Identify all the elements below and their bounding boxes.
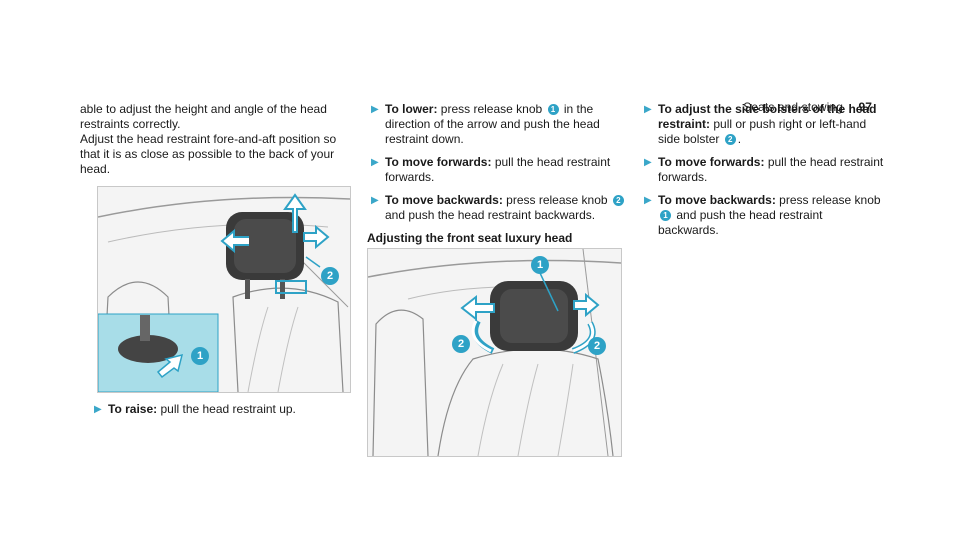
step-lower: ▶ To lower: press release knob 1 in the … [367,102,629,147]
step-forwards: ▶ To move forwards: pull the head restra… [367,155,629,185]
step-arrow-icon: ▶ [644,195,652,206]
step-arrow-icon: ▶ [371,195,379,206]
paragraph: able to adjust the height and angle of t… [80,102,327,131]
callout-badge: 2 [612,195,624,207]
luxury-head-restraint-illustration [368,249,621,456]
step-label: To move forwards: [658,155,765,169]
callout-badge-2: 2 [321,267,339,285]
callout-badge-2-left: 2 [452,335,470,353]
callout-badge: 1 [660,210,671,222]
step-label: To adjust the side bolsters of the head … [658,102,877,131]
step-label: To move backwards: [658,193,776,207]
step-text: pull or push right or left-hand side bol… [658,117,867,146]
column-2: ▶ To lower: press release knob 1 in the … [367,102,629,269]
page-number: 97 [858,100,872,114]
column-1: able to adjust the height and angle of t… [80,102,355,177]
callout-badge-2-right: 2 [588,337,606,355]
car-interior-illustration [98,187,350,392]
step-label: To move forwards: [385,155,492,169]
step-arrow-icon: ▶ [371,104,379,115]
section-title: Seats and stowing [743,100,843,114]
head-restraint-figure-2: 1 2 2 [367,248,622,457]
step-arrow-icon: ▶ [371,157,379,168]
head-restraint-figure-1: 1 2 [97,186,351,393]
raise-instruction: ▶ To raise: pull the head restraint up. [90,402,296,425]
callout-badge-1: 1 [531,256,549,274]
step-text: press release knob [506,193,608,207]
callout-badge-1: 1 [191,347,209,365]
step-arrow-icon: ▶ [644,104,652,115]
paragraph: Adjust the head restraint fore-and-aft p… [80,132,337,176]
step-side-bolsters: ▶ To adjust the side bolsters of the hea… [640,102,885,147]
step-backwards: ▶ To move backwards: press release knob … [640,193,885,238]
step-text: and push the head restraint backwards. [385,208,596,222]
step-text: in the direction of the arrow and push t… [385,102,600,146]
step-text: press release knob [440,102,543,116]
callout-badge: 2 [724,134,736,146]
step-label: To lower: [385,102,438,116]
step-text: pull the head restraint up. [160,402,296,416]
step-backwards: ▶ To move backwards: press release knob … [367,193,629,223]
step-text: press release knob [779,193,881,207]
callout-badge: 1 [547,104,559,116]
step-text: . [737,132,742,146]
column-3: ▶ To adjust the side bolsters of the hea… [640,102,885,246]
step-text: and push the head restraint backwards. [658,208,823,237]
step-text: pull the head restraint forwards. [385,155,611,184]
step-label: To raise: [108,402,158,416]
step-arrow-icon: ▶ [644,157,652,168]
step-label: To move backwards: [385,193,503,207]
step-text: pull the head restraint forwards. [658,155,884,184]
step-forwards: ▶ To move forwards: pull the head restra… [640,155,885,185]
step-arrow-icon: ▶ [94,404,102,415]
page-header: Seats and stowing 97 [743,100,872,114]
